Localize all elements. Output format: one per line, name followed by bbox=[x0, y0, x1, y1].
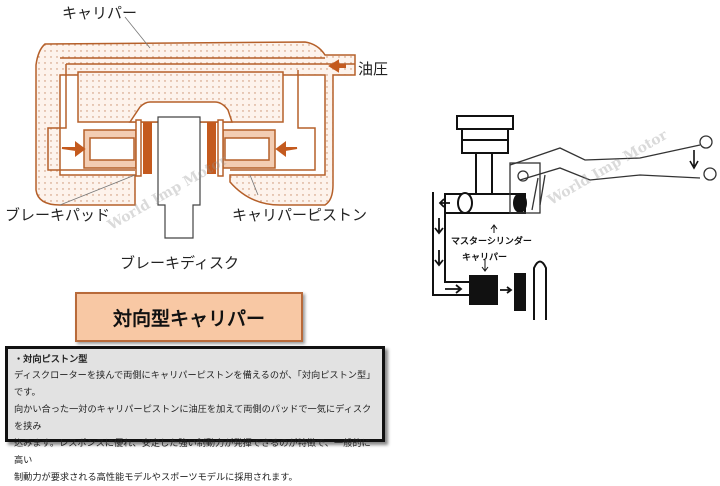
label-caliper-right: キャリパー bbox=[462, 253, 508, 263]
brake-lever bbox=[509, 135, 717, 214]
pressure-arrows bbox=[61, 59, 346, 157]
master-cylinder-diagram bbox=[432, 115, 547, 320]
description-line: ディスクローターを挟んで両側にキャリパーピストンを備えるのが、「対向ピストン型」… bbox=[14, 370, 376, 398]
leader-lines bbox=[59, 16, 259, 206]
description-heading: ・対向ピストン型 bbox=[14, 354, 88, 365]
label-master-cylinder: マスターシリンダー bbox=[451, 237, 532, 247]
description-line: 制動力が要求される高性能モデルやスポーツモデルに採用されます。 bbox=[14, 472, 298, 483]
label-caliper: キャリパー bbox=[62, 4, 138, 22]
description-line: 込みます。レスポンスに優れ、安定した強い制動力が発揮できるのが特徴で、一般的に高… bbox=[14, 438, 371, 466]
description-line: 向かい合った一対のキャリパーピストンに油圧を加えて両側のパッドで一気にディスクを… bbox=[14, 404, 372, 432]
label-hydraulic-pressure: 油圧 bbox=[358, 60, 389, 78]
left-brake-pad bbox=[143, 122, 152, 174]
label-brake-pad: ブレーキパッド bbox=[5, 206, 111, 224]
caliper-body bbox=[35, 41, 356, 206]
caliper-cross-section-diagram bbox=[35, 16, 717, 320]
flow-arrows bbox=[434, 198, 513, 294]
label-caliper-piston: キャリパーピストン bbox=[232, 206, 368, 224]
brake-disc bbox=[157, 116, 201, 239]
right-brake-pad bbox=[207, 122, 216, 174]
label-brake-disc: ブレーキディスク bbox=[120, 254, 239, 272]
title-banner: 対向型キャリパー bbox=[75, 292, 303, 342]
description-box: ・対向ピストン型 ディスクローターを挟んで両側にキャリパーピストンを備えるのが、… bbox=[5, 346, 385, 483]
